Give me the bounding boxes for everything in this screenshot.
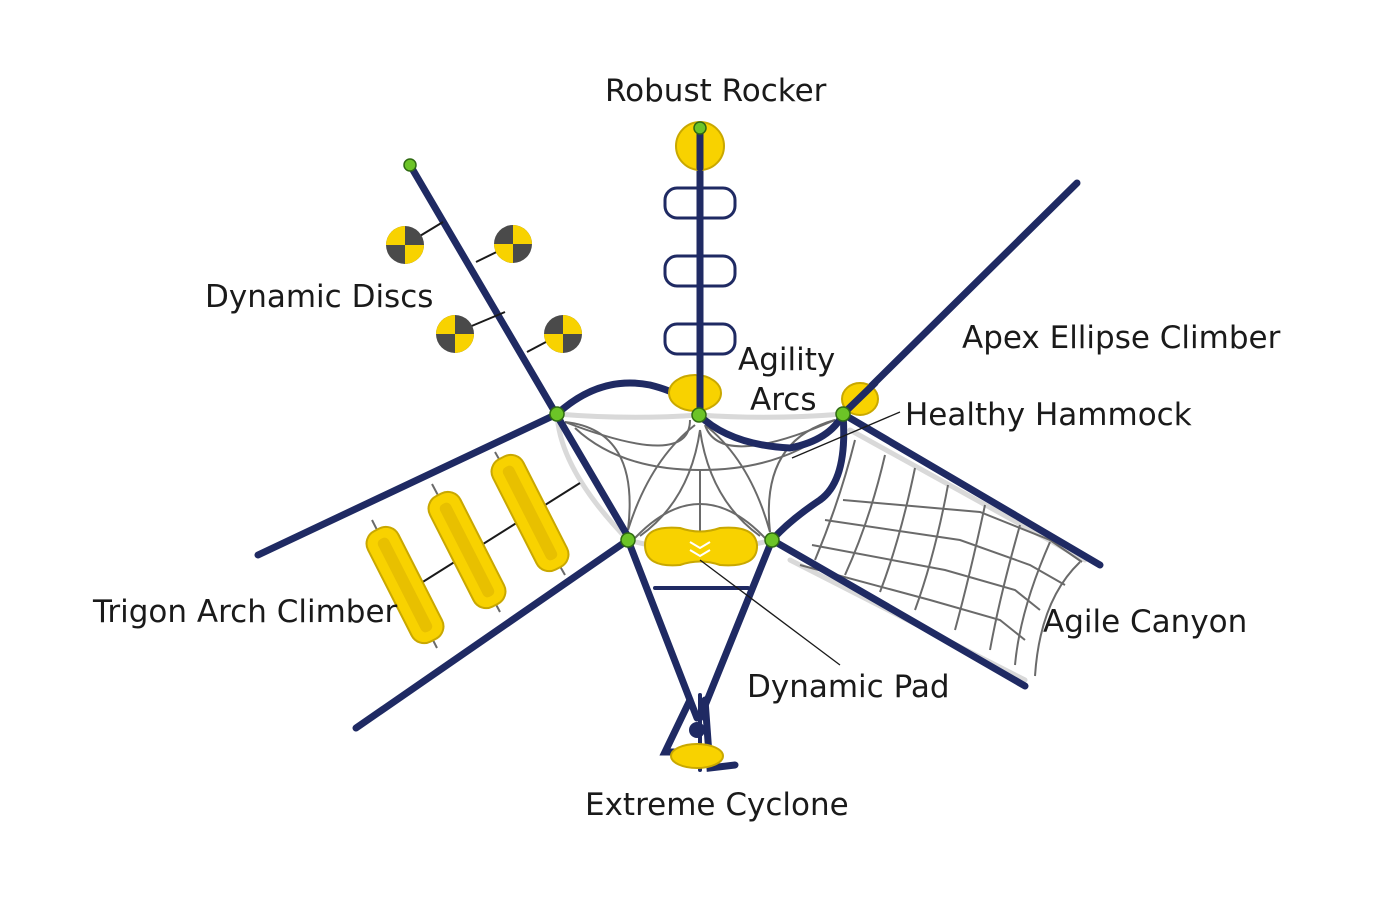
- disc-4: [544, 315, 582, 353]
- healthy-hammock-net: [554, 411, 846, 553]
- label-healthy-hammock: Healthy Hammock: [905, 397, 1192, 433]
- label-apex-ellipse-climber: Apex Ellipse Climber: [962, 320, 1281, 356]
- label-agility-arcs-line1: Agility: [738, 342, 835, 378]
- label-trigon-arch-climber: Trigon Arch Climber: [92, 594, 398, 630]
- label-dynamic-discs: Dynamic Discs: [205, 279, 433, 315]
- trigon-arch-climber-panels: [365, 451, 581, 649]
- disc-2: [494, 225, 532, 263]
- label-agility-arcs-line2: Arcs: [750, 382, 816, 418]
- label-extreme-cyclone: Extreme Cyclone: [585, 787, 849, 823]
- disc-3: [436, 315, 474, 353]
- disc-1: [386, 226, 424, 264]
- trigon-panel-1: [365, 525, 445, 645]
- dynamic-discs: [386, 221, 582, 353]
- trigon-panel-2: [427, 490, 507, 610]
- dynamic-pad: [643, 526, 759, 567]
- label-robust-rocker: Robust Rocker: [605, 73, 827, 109]
- frame: [254, 124, 1104, 772]
- trigon-panel-3: [490, 453, 570, 573]
- connection-nodes: [403, 121, 851, 548]
- label-agile-canyon: Agile Canyon: [1043, 604, 1247, 640]
- extreme-cyclone-seat: [670, 743, 724, 769]
- robust-rocker-pads: [668, 121, 725, 419]
- label-dynamic-pad: Dynamic Pad: [747, 669, 950, 705]
- leader-lines: [699, 411, 901, 666]
- robust-rocker-loops: [663, 186, 737, 356]
